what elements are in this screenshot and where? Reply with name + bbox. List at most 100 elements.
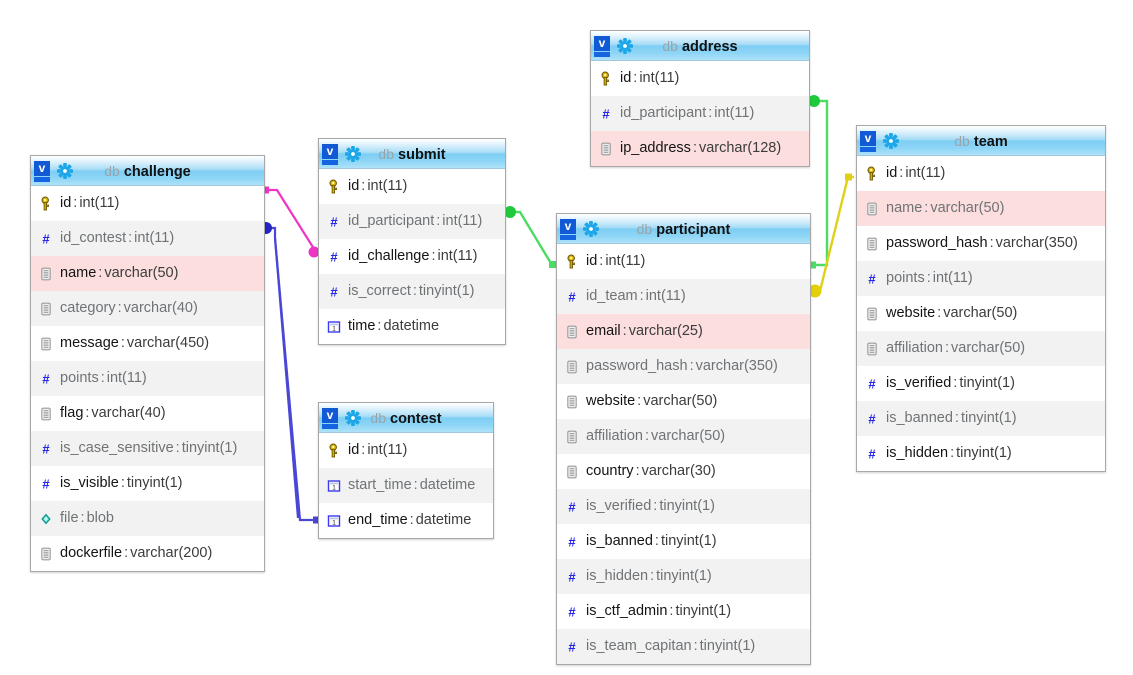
field-row[interactable]: #id_challenge : int(11) (319, 239, 505, 274)
field-row[interactable]: category : varchar(40) (31, 291, 264, 326)
field-row[interactable]: website : varchar(50) (557, 384, 810, 419)
field-row[interactable]: #is_visible : tinyint(1) (31, 466, 264, 501)
field-row[interactable]: #id_participant : int(11) (319, 204, 505, 239)
field-row[interactable]: id : int(11) (31, 186, 264, 221)
field-name: is_banned (586, 533, 653, 549)
v-badge-icon[interactable]: v (594, 36, 610, 57)
field-row[interactable]: #id_contest : int(11) (31, 221, 264, 256)
relation-submit-participant[interactable] (504, 206, 556, 268)
field-row[interactable]: flag : varchar(40) (31, 396, 264, 431)
entity-name-label: team (973, 134, 1008, 150)
field-row[interactable]: website : varchar(50) (857, 296, 1105, 331)
field-row[interactable]: country : varchar(30) (557, 454, 810, 489)
gear-icon[interactable] (344, 409, 362, 427)
field-type: tinyint(1) (960, 410, 1017, 426)
field-row[interactable]: #is_case_sensitive : tinyint(1) (31, 431, 264, 466)
field-row[interactable]: #is_team_capitan : tinyint(1) (557, 629, 810, 664)
field-row[interactable]: dockerfile : varchar(200) (31, 536, 264, 571)
relation-challenge-contest[interactable] (260, 222, 319, 524)
field-row[interactable]: affiliation : varchar(50) (857, 331, 1105, 366)
field-row[interactable]: name : varchar(50) (857, 191, 1105, 226)
field-row[interactable]: #is_verified : tinyint(1) (857, 366, 1105, 401)
field-row[interactable]: #is_verified : tinyint(1) (557, 489, 810, 524)
field-separator: : (654, 533, 659, 549)
entity-name-label: submit (398, 147, 446, 163)
field-row[interactable]: #is_banned : tinyint(1) (857, 401, 1105, 436)
field-name: is_verified (886, 375, 952, 391)
field-row[interactable]: id : int(11) (319, 169, 505, 204)
relation-participant-team[interactable] (808, 173, 855, 298)
hash-icon: # (568, 569, 576, 584)
field-row[interactable]: email : varchar(25) (557, 314, 810, 349)
calendar-icon: 1 (327, 479, 341, 492)
gear-icon[interactable] (882, 132, 900, 150)
field-row[interactable]: id : int(11) (857, 156, 1105, 191)
field-type: tinyint(1) (659, 498, 715, 514)
text-field-icon (867, 202, 877, 215)
field-row[interactable]: #is_ctf_admin : tinyint(1) (557, 594, 810, 629)
field-row[interactable]: #is_hidden : tinyint(1) (557, 559, 810, 594)
field-row[interactable]: id : int(11) (557, 244, 810, 279)
field-row[interactable]: file : blob (31, 501, 264, 536)
text-field-icon (567, 430, 577, 443)
gear-icon[interactable] (616, 37, 634, 55)
field-row[interactable]: message : varchar(450) (31, 326, 264, 361)
field-row[interactable]: #points : int(11) (857, 261, 1105, 296)
field-type: tinyint(1) (675, 603, 732, 619)
field-row[interactable]: id : int(11) (319, 433, 493, 468)
field-separator: : (635, 463, 640, 479)
v-badge-icon[interactable]: v (322, 144, 338, 165)
field-row[interactable]: affiliation : varchar(50) (557, 419, 810, 454)
field-row[interactable]: id : int(11) (591, 61, 809, 96)
v-badge-icon[interactable]: v (34, 161, 50, 182)
field-row[interactable]: #id_team : int(11) (557, 279, 810, 314)
field-type: varchar(40) (91, 405, 166, 421)
text-field-icon (41, 302, 51, 315)
field-separator: : (950, 445, 955, 461)
v-badge-icon[interactable]: v (860, 131, 876, 152)
field-separator: : (361, 442, 366, 458)
field-row[interactable]: password_hash : varchar(350) (857, 226, 1105, 261)
field-row[interactable]: #is_correct : tinyint(1) (319, 274, 505, 309)
field-row[interactable]: #id_participant : int(11) (591, 96, 809, 131)
gear-icon[interactable] (56, 162, 74, 180)
field-separator: : (413, 477, 418, 493)
entity-fields-participant: id : int(11)#id_team : int(11)email : va… (557, 244, 810, 664)
gear-icon[interactable] (582, 220, 600, 238)
field-row[interactable]: #is_hidden : tinyint(1) (857, 436, 1105, 471)
hash-icon: # (868, 376, 876, 391)
hash-icon: # (568, 289, 576, 304)
v-badge-icon[interactable]: v (560, 219, 576, 240)
hash-icon: # (868, 446, 876, 461)
field-separator: : (639, 288, 644, 304)
relation-challenge-submit[interactable] (262, 186, 320, 258)
field-row[interactable]: password_hash : varchar(350) (557, 349, 810, 384)
key-icon (329, 442, 337, 457)
field-separator: : (944, 340, 949, 356)
field-row[interactable]: name : varchar(50) (31, 256, 264, 291)
hash-icon: # (42, 476, 50, 491)
field-row[interactable]: ip_address : varchar(128) (591, 131, 809, 166)
v-badge-icon[interactable]: v (322, 408, 338, 429)
calendar-icon: 1 (327, 320, 341, 333)
field-row[interactable]: #points : int(11) (31, 361, 264, 396)
gear-icon[interactable] (344, 145, 362, 163)
entity-fields-team: id : int(11)name : varchar(50)password_h… (857, 156, 1105, 471)
field-row[interactable]: #is_banned : tinyint(1) (557, 524, 810, 559)
